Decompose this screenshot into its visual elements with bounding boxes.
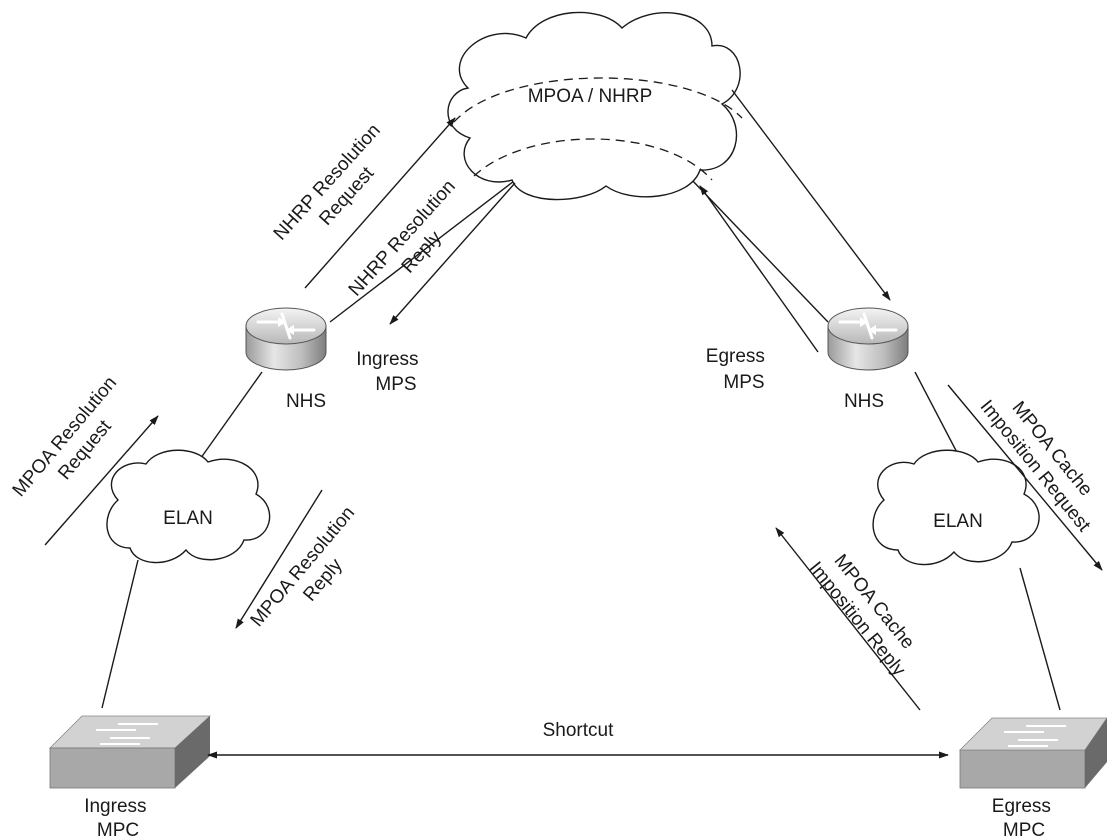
nhrp-request-label: NHRP Resolution Request — [270, 116, 406, 260]
link-elan-ingress-nhs — [197, 371, 263, 463]
egress-nhs-router-icon — [827, 307, 909, 371]
link-ingress-mpc-elan — [101, 559, 139, 709]
link-ingress-nhs-core — [329, 177, 519, 323]
cache-reply-label: MPOA Cache Imposition Reply — [805, 543, 929, 681]
egress-nhs-label: NHS — [844, 391, 884, 412]
egress-mps-label: Egress MPS — [706, 346, 770, 393]
egress-mps-line-1: Egress — [706, 346, 765, 367]
ingress-mps-line-2: MPS — [375, 374, 416, 395]
shortcut-label: Shortcut — [543, 720, 614, 741]
egress-mpc-label: Egress MPC — [992, 796, 1056, 838]
right-elan-label: ELAN — [933, 511, 983, 532]
ingress-mpc-line-2: MPC — [97, 820, 139, 838]
cache-imposition-reply-arrow — [775, 527, 921, 711]
nhrp-reply-arrow — [389, 182, 516, 325]
ingress-nhs-router-icon — [245, 307, 327, 371]
link-egress-nhs-elan — [914, 371, 963, 463]
cache-imposition-request-arrow — [947, 384, 1103, 571]
mpoa-reply-arrow — [235, 489, 323, 629]
link-elan-egress-mpc — [1019, 567, 1061, 711]
left-elan-label: ELAN — [163, 508, 213, 529]
ingress-mpc-label: Ingress MPC — [84, 796, 152, 838]
mpoa-request-arrow — [44, 415, 159, 546]
egress-mpc-line-1: Egress — [992, 796, 1051, 817]
nhrp-request-arrow — [304, 117, 456, 289]
egress-mps-line-2: MPS — [723, 372, 764, 393]
ingress-nhs-label: NHS — [286, 391, 326, 412]
ingress-mpc-line-1: Ingress — [84, 796, 146, 817]
ingress-mps-line-1: Ingress — [356, 349, 418, 370]
ingress-mpc-switch-icon — [49, 715, 212, 789]
ingress-mps-label: Ingress MPS — [356, 349, 424, 395]
cache-request-to-egress-arrow — [731, 89, 891, 301]
cache-reply-to-core-arrow — [699, 185, 819, 353]
right-elan-cloud: ELAN — [872, 449, 1040, 566]
mpoa-nhrp-cloud: MPOA / NHRP — [447, 11, 743, 201]
mpoa-nhrp-cloud-label: MPOA / NHRP — [528, 86, 653, 107]
egress-mpc-switch-icon — [959, 717, 1107, 789]
left-elan-cloud: ELAN — [106, 449, 271, 564]
egress-mpc-line-2: MPC — [1003, 820, 1045, 838]
link-egress-nhs-core — [689, 177, 829, 323]
